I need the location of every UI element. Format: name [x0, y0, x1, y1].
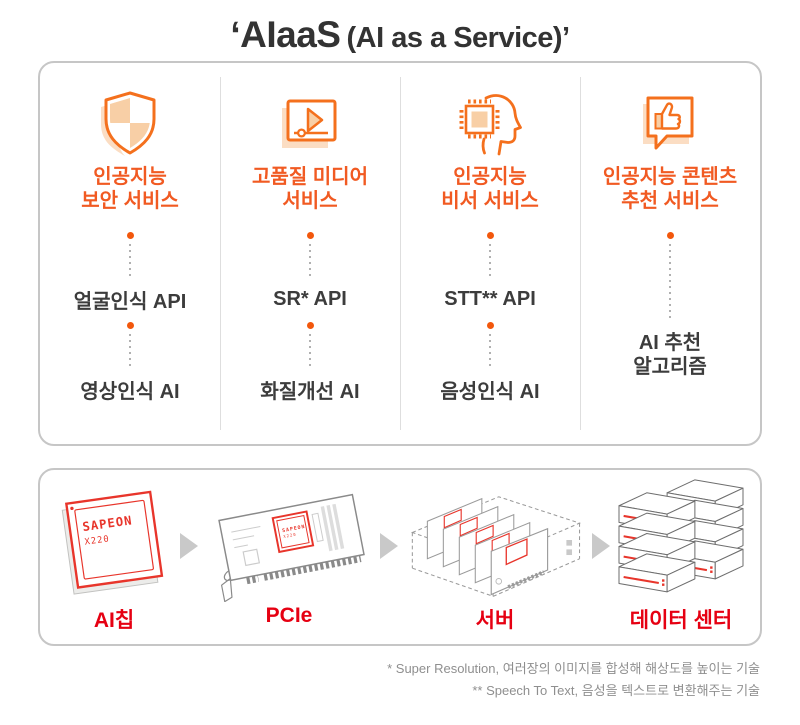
title-sub: (AI as a Service)’	[346, 22, 570, 54]
dotted-connector	[486, 313, 494, 375]
service-column-recommendation: 인공지능 콘텐츠 추천 서비스 AI 추천 알고리즘	[580, 63, 760, 444]
service-heading: 인공지능 보안 서비스	[81, 166, 179, 212]
hardware-label: 데이터 센터	[629, 609, 733, 632]
services-panel: 인공지능 보안 서비스 얼굴인식 API 영상인식 AI	[38, 61, 762, 446]
service-item: 음성인식 AI	[440, 380, 540, 403]
service-heading: 인공지능 콘텐츠 추천 서비스	[602, 166, 738, 212]
chip-brand-text: SAPEON	[82, 513, 134, 534]
dotted-connector	[306, 313, 314, 375]
pcie-chip-model-text: X220	[283, 532, 297, 539]
hardware-datacenter: 데이터 센터	[612, 478, 750, 634]
service-column-media: 고품질 미디어 서비스 SR* API 화질개선 AI	[220, 63, 400, 444]
service-item: STT** API	[444, 287, 536, 310]
column-divider	[220, 77, 221, 430]
service-item: 화질개선 AI	[260, 380, 360, 403]
hardware-server: 서버	[400, 478, 590, 634]
flow-arrow-icon	[378, 533, 400, 564]
service-item: 영상인식 AI	[80, 380, 180, 403]
head-chip-icon	[459, 94, 522, 156]
pcie-card-illustration: SAPEON X220	[218, 493, 365, 602]
hardware-label: 서버	[475, 609, 515, 632]
ai-chip-illustration: SAPEON X220	[61, 490, 164, 595]
dotted-connector	[486, 223, 494, 285]
datacenter-illustration	[617, 478, 745, 593]
hardware-pcie: SAPEON X220 PCIe	[200, 478, 378, 628]
hardware-panel: SAPEON X220 AI칩	[38, 468, 762, 646]
service-column-assistant: 인공지능 비서 서비스 STT** API 음성인식 AI	[400, 63, 580, 444]
thumbsup-bubble-icon	[643, 96, 694, 150]
video-player-icon	[282, 99, 337, 148]
hardware-ai-chip: SAPEON X220 AI칩	[50, 478, 178, 634]
page-title: ‘AIaaS(AI as a Service)’	[0, 0, 800, 58]
title-main: ‘AIaaS	[230, 14, 341, 55]
column-divider	[580, 77, 581, 430]
dotted-connector	[126, 223, 134, 285]
dotted-connector	[666, 223, 674, 327]
footnotes: * Super Resolution, 여러장의 이미지를 합성해 해상도를 높…	[0, 658, 800, 702]
dotted-connector	[306, 223, 314, 285]
service-heading: 고품질 미디어 서비스	[252, 166, 368, 212]
hardware-label: PCIe	[265, 604, 313, 627]
column-divider	[400, 77, 401, 430]
dotted-connector	[126, 313, 134, 375]
service-column-security: 인공지능 보안 서비스 얼굴인식 API 영상인식 AI	[40, 63, 220, 444]
service-heading: 인공지능 비서 서비스	[441, 166, 539, 212]
flow-arrow-icon	[178, 533, 200, 564]
footnote-speech-to-text: ** Speech To Text, 음성을 텍스트로 변환해주는 기술	[472, 683, 760, 699]
shield-check-icon	[101, 91, 156, 156]
service-item: 얼굴인식 API	[73, 290, 187, 313]
pcie-chip-brand-text: SAPEON	[282, 524, 306, 534]
service-item: AI 추천 알고리즘	[633, 332, 707, 378]
footnote-super-resolution: * Super Resolution, 여러장의 이미지를 합성해 해상도를 높…	[387, 661, 760, 676]
chip-model-text: X220	[84, 534, 110, 547]
flow-arrow-icon	[590, 533, 612, 564]
service-item: SR* API	[273, 287, 347, 310]
hardware-label: AI칩	[93, 609, 135, 632]
server-illustration	[410, 496, 582, 597]
